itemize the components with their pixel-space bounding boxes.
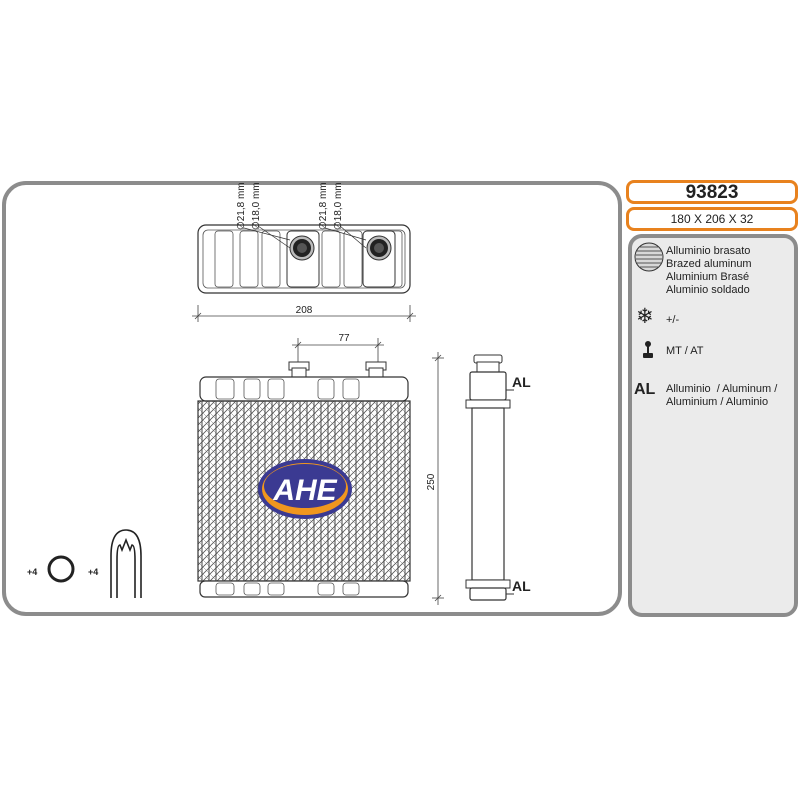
- snowflake-icon: ❄: [636, 304, 654, 328]
- height-dim-label: 250: [426, 473, 437, 490]
- material-line-2: Brazed aluminum: [666, 258, 752, 270]
- clip-qty-label: +4: [88, 567, 98, 577]
- oring-qty-label: +4: [27, 567, 37, 577]
- logo-text: AHE: [272, 474, 337, 507]
- material-line-1: Alluminio brasato: [666, 245, 751, 257]
- width-dim-label: 208: [296, 305, 313, 316]
- al-line-2: Aluminium / Aluminio: [666, 396, 769, 408]
- pipe-spacing-dimension: [292, 338, 384, 362]
- clip-icon: [110, 529, 142, 598]
- brazed-aluminum-icon: [634, 242, 664, 272]
- al-symbol: AL: [634, 381, 656, 398]
- transmission-text: MT / AT: [666, 345, 704, 357]
- height-dimension: [432, 352, 444, 605]
- top-view: ∅21,8 mm ∅18,0 mm ∅21,8 mm ∅18,0 mm: [197, 182, 411, 294]
- pipe-spacing-label: 77: [338, 333, 350, 344]
- fins-text: +/-: [666, 314, 680, 326]
- product-code-box: 93823: [626, 180, 798, 204]
- al-line-1: Alluminio / Aluminum /: [666, 383, 778, 395]
- material-line-3: Aluminium Brasé: [666, 271, 750, 283]
- pipe-label-3: ∅21,8 mm: [318, 182, 329, 230]
- pipe-label-2: ∅18,0 mm: [251, 182, 262, 230]
- pipe-label-1: ∅21,8 mm: [236, 182, 247, 230]
- product-dimensions: 180 X 206 X 32: [670, 212, 754, 226]
- side-top-al-label: AL: [512, 374, 531, 390]
- oring-icon: [47, 555, 75, 583]
- width-dimension: [192, 305, 416, 322]
- features-panel: [628, 234, 798, 617]
- product-code: 93823: [685, 182, 739, 203]
- dimensions-box: 180 X 206 X 32: [626, 207, 798, 231]
- side-bottom-al-label: AL: [512, 578, 531, 594]
- front-view: [197, 361, 411, 598]
- gear-shift-icon: [643, 341, 653, 358]
- material-line-4: Aluminio soldado: [666, 284, 750, 296]
- side-view: [465, 354, 514, 601]
- pipe-label-4: ∅18,0 mm: [333, 182, 344, 230]
- ahe-logo: AHE: [258, 459, 352, 519]
